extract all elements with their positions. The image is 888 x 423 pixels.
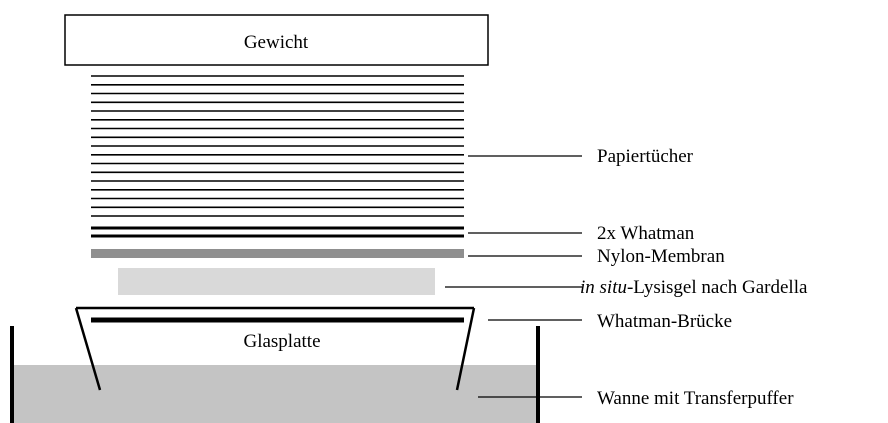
paper-towel-stack <box>91 75 464 217</box>
label-lysis-gel-rest: -Lysisgel nach Gardella <box>627 277 808 298</box>
glass-plate <box>74 306 476 391</box>
label-whatman-bridge: Whatman-Brücke <box>597 311 732 332</box>
label-tank: Wanne mit Transferpuffer <box>597 388 794 409</box>
label-lysis-gel-italic: in situ <box>580 277 627 298</box>
glass-plate-label: Glasplatte <box>243 331 320 352</box>
label-whatman: 2x Whatman <box>597 223 695 244</box>
weight-box <box>64 14 489 66</box>
weight-label: Gewicht <box>244 32 309 53</box>
label-lysis-gel: in situ-Lysisgel nach Gardella <box>580 277 808 298</box>
nylon-membrane <box>91 249 464 258</box>
lysis-gel <box>118 268 435 295</box>
transfer-buffer <box>12 365 538 423</box>
label-paper-towels: Papiertücher <box>597 146 694 167</box>
label-nylon-membrane: Nylon-Membran <box>597 246 725 267</box>
